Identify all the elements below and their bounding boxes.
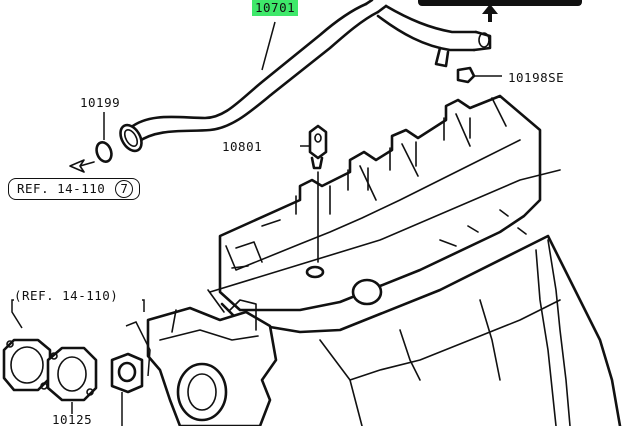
gasket (46, 346, 98, 402)
leader-hose (261, 21, 276, 71)
left-arrow (69, 159, 95, 173)
engine-head (207, 94, 561, 313)
ref-box-number: 7 (115, 180, 134, 198)
label-valve-part: 10801 (222, 139, 263, 154)
label-bolt-part: 10198SE (508, 70, 565, 85)
ref-paren-label[interactable]: (REF. 14-110) (14, 288, 119, 303)
ref-box[interactable]: REF. 14-110 7 (8, 178, 141, 200)
bolt (456, 66, 476, 84)
ref-box-text: REF. 14-110 (17, 181, 106, 196)
flange (2, 338, 52, 392)
ref-bracket-right (142, 299, 145, 312)
label-hose-part: 10701 (252, 0, 299, 16)
top-callout-box (418, 0, 582, 6)
o-ring (95, 141, 113, 163)
engine-block (220, 234, 622, 426)
label-gasket-part: 10125 (52, 412, 93, 427)
thermostat-housing (146, 299, 278, 426)
label-oring-part: 10199 (80, 95, 121, 110)
up-arrow (482, 4, 498, 22)
breather-hose (119, 0, 492, 153)
pcv-valve (305, 124, 328, 279)
ref-bracket-left (11, 299, 23, 329)
thermo-sensor (110, 321, 151, 426)
